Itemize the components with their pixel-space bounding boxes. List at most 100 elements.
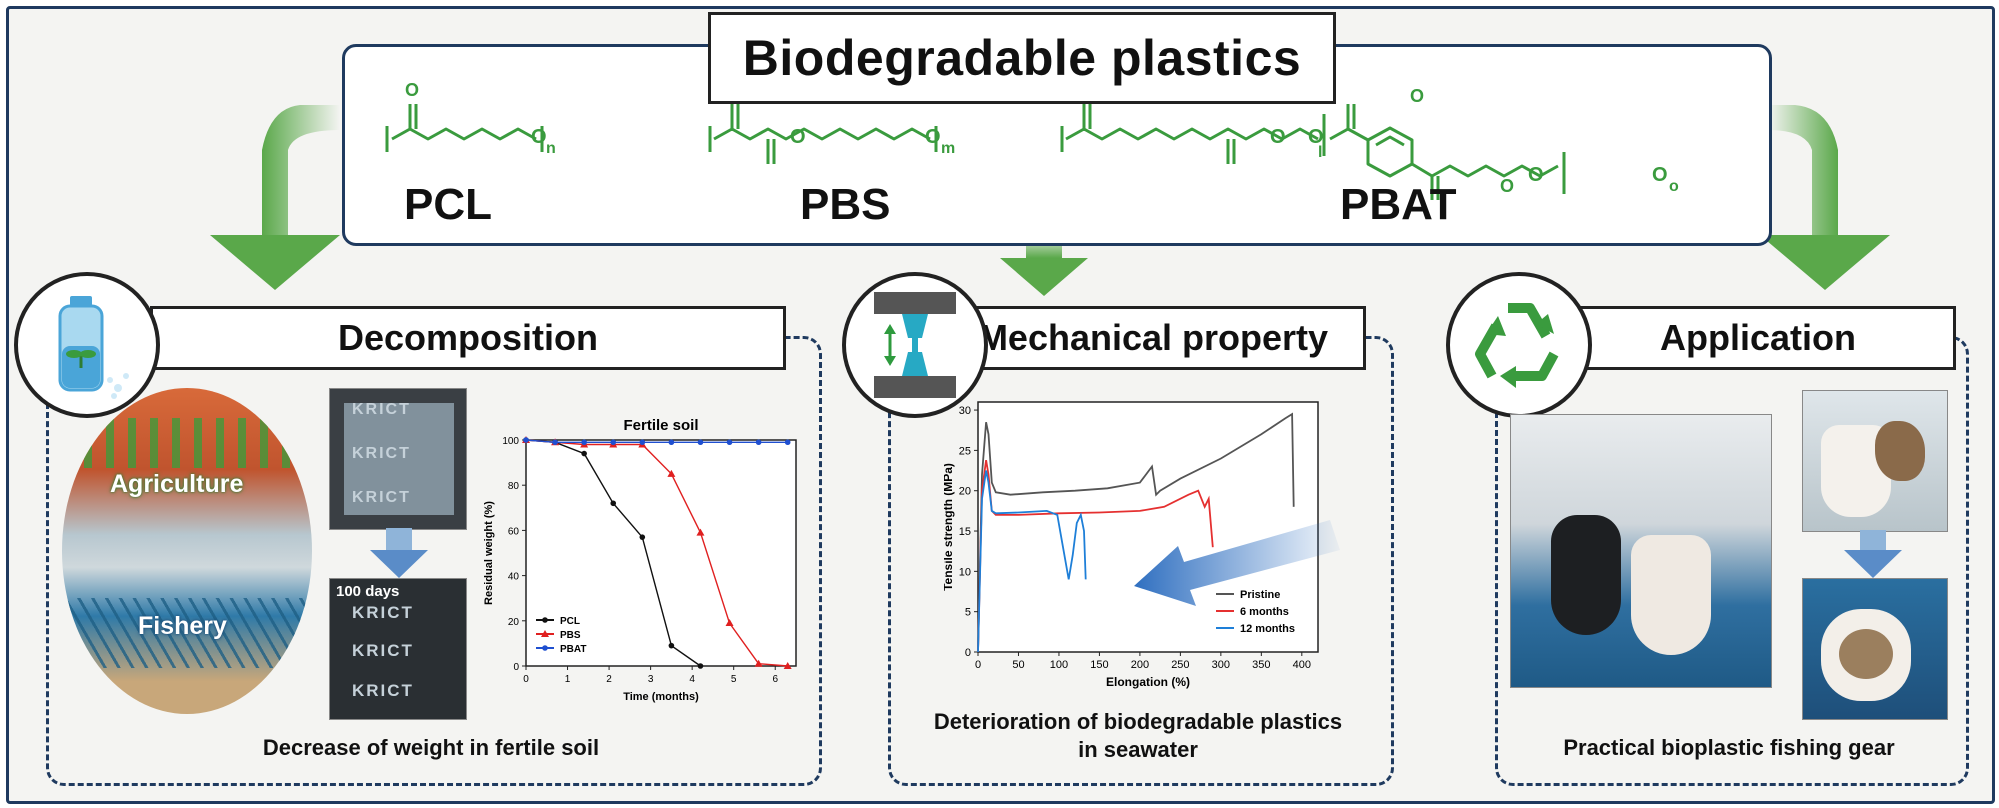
mechanical-icon-circle <box>842 272 988 418</box>
plot-area <box>977 401 1319 653</box>
data-point <box>523 437 529 443</box>
mechanical-caption-line1: Deterioration of biodegradable plastics <box>933 709 1343 734</box>
legend-label: PBAT <box>560 644 586 655</box>
data-point <box>639 534 646 540</box>
x-tick-label: 0 <box>523 674 529 685</box>
y-tick-label: 30 <box>959 405 971 417</box>
pbat-ester-o3: O <box>1528 164 1544 186</box>
y-tick-label: 15 <box>959 526 971 538</box>
octopus-inside-pot-photo <box>1802 578 1948 720</box>
pcl-structure <box>385 104 544 152</box>
y-tick-label: 40 <box>508 572 520 583</box>
pbat-structure <box>1060 104 1566 200</box>
series-line-1 <box>977 459 1214 653</box>
x-tick-label: 100 <box>1050 659 1068 671</box>
application-icon-circle <box>1446 272 1592 418</box>
y-tick-label: 100 <box>502 436 519 447</box>
polymer-name-pbs: PBS <box>800 180 891 229</box>
y-tick-label: 5 <box>965 607 971 619</box>
pbat-ester-o4: O <box>1652 164 1668 186</box>
data-point <box>755 439 762 446</box>
plot-area <box>525 439 797 667</box>
x-tick-label: 250 <box>1171 659 1189 671</box>
krict-logo-3: KRICT <box>352 489 411 506</box>
data-point <box>610 500 617 507</box>
data-point <box>697 663 704 669</box>
x-tick-label: 400 <box>1293 659 1311 671</box>
bottle-sprout-icon <box>58 296 129 399</box>
fishing-gear-photo <box>1510 414 1772 688</box>
x-tick-label: 50 <box>1012 659 1024 671</box>
y-tick-label: 25 <box>959 445 971 457</box>
right-curved-arrow <box>1760 105 1890 290</box>
mechanical-header: Mechanical property <box>940 306 1366 370</box>
data-point <box>784 439 791 446</box>
data-point <box>639 439 646 446</box>
fishery-label: Fishery <box>138 612 227 640</box>
x-tick-label: 200 <box>1131 659 1149 671</box>
legend-label: 6 months <box>1240 606 1289 618</box>
polymer-name-pcl: PCL <box>404 180 492 229</box>
data-point <box>697 439 704 446</box>
polymer-name-pbat: PBAT <box>1340 180 1457 229</box>
legend-marker <box>541 630 549 637</box>
y-tick-label: 60 <box>508 526 520 537</box>
x-tick-label: 150 <box>1090 659 1108 671</box>
data-point <box>552 439 558 446</box>
y-tick-label: 0 <box>965 647 971 659</box>
octopus-pot-photo <box>1802 390 1948 532</box>
y-tick-label: 80 <box>508 481 520 492</box>
pbat-subscript-o: o <box>1669 178 1679 195</box>
x-tick-label: 6 <box>772 674 778 685</box>
pcl-carbonyl-o: O <box>405 80 420 100</box>
pbs-ester-o: O <box>790 126 806 148</box>
x-tick-label: 5 <box>731 674 737 685</box>
data-point <box>668 439 675 446</box>
pbat-carbonyl-o2: O <box>1500 176 1515 196</box>
y-axis-label: Tensile strength (MPa) <box>944 463 955 591</box>
x-axis-label: Elongation (%) <box>1106 675 1190 689</box>
y-tick-label: 0 <box>513 662 519 673</box>
series-line-2 <box>525 439 788 443</box>
center-down-arrow <box>1000 240 1088 296</box>
pbat-ester-o: O <box>1270 126 1286 148</box>
x-tick-label: 1 <box>565 674 571 685</box>
recycle-icon <box>1475 303 1559 388</box>
pbs-structure <box>708 104 938 164</box>
sample-after-photo: 100 days KRICT KRICT KRICT <box>329 578 467 720</box>
krict-logo-5: KRICT <box>352 641 414 660</box>
data-point <box>696 528 705 536</box>
legend-label: PCL <box>560 616 580 627</box>
pcl-subscript: n <box>546 140 556 157</box>
data-point <box>581 439 587 446</box>
krict-logo-1: KRICT <box>352 401 411 418</box>
agriculture-label: Agriculture <box>110 470 244 498</box>
data-point <box>668 642 675 649</box>
legend-marker <box>542 645 548 651</box>
krict-logo-2: KRICT <box>352 445 411 462</box>
chart-title: Fertile soil <box>623 417 698 434</box>
pbs-subscript: m <box>941 140 956 157</box>
pcl-ester-o: O <box>531 126 547 148</box>
y-tick-label: 20 <box>508 617 520 628</box>
data-point <box>610 439 617 446</box>
x-tick-label: 3 <box>648 674 654 685</box>
krict-logo-4: KRICT <box>352 603 414 622</box>
series-line-1 <box>525 439 788 667</box>
mechanical-caption-line2: in seawater <box>1078 737 1198 762</box>
y-tick-label: 10 <box>959 566 971 578</box>
agriculture-fishery-photo <box>62 388 312 714</box>
x-tick-label: 300 <box>1212 659 1230 671</box>
after-days-label: 100 days <box>336 583 400 600</box>
pbat-terephthalate-o: O <box>1410 86 1425 106</box>
page-title: Biodegradable plastics <box>708 12 1336 104</box>
series-line-2 <box>977 470 1087 653</box>
series-line-0 <box>977 412 1295 653</box>
decomposition-icon-circle <box>14 272 160 418</box>
data-point <box>581 450 587 457</box>
legend-label: PBS <box>560 630 581 641</box>
y-axis-label: Residual weight (%) <box>483 501 495 605</box>
